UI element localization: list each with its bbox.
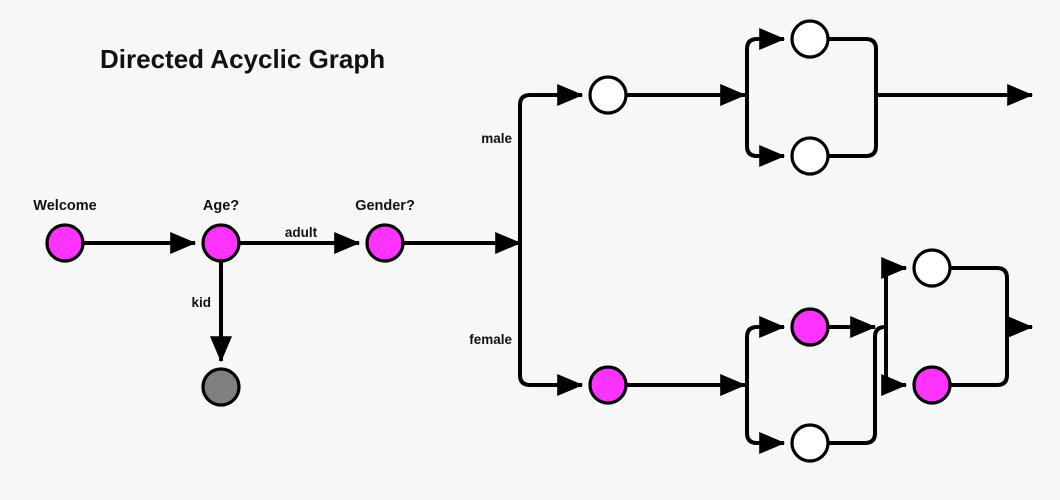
node-label-gender: Gender? <box>355 198 415 214</box>
nodes-layer: Welcome Age? Gender? <box>33 19 952 463</box>
node-circle-female-p2-top[interactable] <box>912 248 952 288</box>
node-female-p1-bot[interactable] <box>790 423 830 463</box>
edge-female-j2-top <box>950 266 1009 327</box>
node-male-par-top[interactable] <box>790 19 830 59</box>
node-circle-welcome[interactable] <box>45 223 85 263</box>
node-circle-female-step1[interactable] <box>588 365 628 405</box>
node-circle-male-par-bot[interactable] <box>790 136 830 176</box>
edge-split-female <box>518 243 584 396</box>
edge-labels-layer: adult kid male female <box>191 131 512 347</box>
edge-female-f2-top <box>881 257 908 327</box>
edge-male-join-bot <box>828 95 878 158</box>
label-female: female <box>469 332 512 347</box>
node-gender[interactable]: Gender? <box>355 198 415 263</box>
edge-male-fork-bot <box>745 95 786 167</box>
edge-female-f1-bot <box>745 385 786 454</box>
node-female-p1-top[interactable] <box>790 307 830 347</box>
node-age[interactable]: Age? <box>201 198 241 263</box>
node-circle-gender[interactable] <box>365 223 405 263</box>
node-female-p2-bot[interactable] <box>912 365 952 405</box>
edge-female-j1-bot <box>828 325 886 445</box>
label-kid: kid <box>191 295 211 310</box>
node-kid-end[interactable] <box>201 367 241 407</box>
node-label-age: Age? <box>203 198 239 214</box>
node-circle-female-p2-bot[interactable] <box>912 365 952 405</box>
node-circle-male-step1[interactable] <box>588 75 628 115</box>
node-welcome[interactable]: Welcome <box>33 198 97 263</box>
node-male-par-bot[interactable] <box>790 136 830 176</box>
node-label-welcome: Welcome <box>33 198 96 214</box>
page-title: Directed Acyclic Graph <box>100 44 385 74</box>
edges-layer <box>83 28 1034 454</box>
edge-female-j2-bot <box>950 327 1009 387</box>
node-circle-male-par-top[interactable] <box>790 19 830 59</box>
label-male: male <box>481 131 512 146</box>
node-circle-female-p1-top[interactable] <box>790 307 830 347</box>
node-circle-female-p1-bot[interactable] <box>790 423 830 463</box>
node-circle-kid-end[interactable] <box>201 367 241 407</box>
label-adult: adult <box>285 225 318 240</box>
edge-female-f2-bot <box>881 327 908 396</box>
node-male-step1[interactable] <box>588 75 628 115</box>
edge-male-fork-top <box>745 28 786 95</box>
edge-split-male <box>518 84 584 243</box>
node-circle-age[interactable] <box>201 223 241 263</box>
edge-male-join-top <box>828 37 878 95</box>
edge-female-f1-top <box>745 316 786 385</box>
node-female-p2-top[interactable] <box>912 248 952 288</box>
node-female-step1[interactable] <box>588 365 628 405</box>
